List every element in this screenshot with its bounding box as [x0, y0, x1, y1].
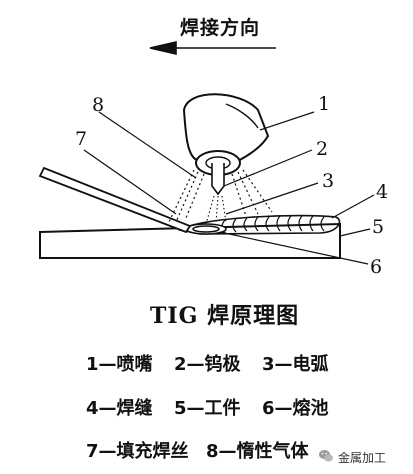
shield-gas: [167, 169, 273, 225]
callout-1: 1: [318, 93, 331, 115]
tungsten-electrode: [211, 163, 225, 196]
diagram-title: TIG 焊原理图: [150, 303, 300, 329]
callout-7: 7: [75, 128, 88, 150]
watermark-text: 金属加工: [338, 451, 387, 465]
arc: [205, 195, 227, 225]
legend-item: 8—惰性气体: [206, 441, 309, 462]
legend-item: 3—电弧: [262, 354, 329, 375]
callout-leaders: [83, 111, 375, 265]
legend-item: 2—钨极: [174, 354, 241, 375]
legend-item: 7—填充焊丝: [86, 441, 189, 462]
legend-item: 6—熔池: [262, 398, 329, 419]
weld-bead: [177, 214, 341, 235]
legend-item: 4—焊缝: [86, 398, 153, 419]
welding-direction-label: 焊接方向: [180, 17, 261, 39]
callout-5: 5: [372, 216, 385, 238]
callout-3: 3: [322, 170, 335, 192]
legend-item: 1—喷嘴: [86, 354, 153, 375]
legend-item: 5—工件: [174, 398, 241, 419]
callout-6: 6: [370, 256, 383, 278]
filler-wire: [38, 166, 192, 234]
wechat-icon: [319, 450, 333, 462]
callout-2: 2: [316, 138, 329, 160]
weld-ripples: [221, 215, 325, 234]
callout-4: 4: [376, 181, 389, 203]
direction-arrowhead-icon: [149, 40, 177, 56]
callout-8: 8: [92, 94, 105, 116]
